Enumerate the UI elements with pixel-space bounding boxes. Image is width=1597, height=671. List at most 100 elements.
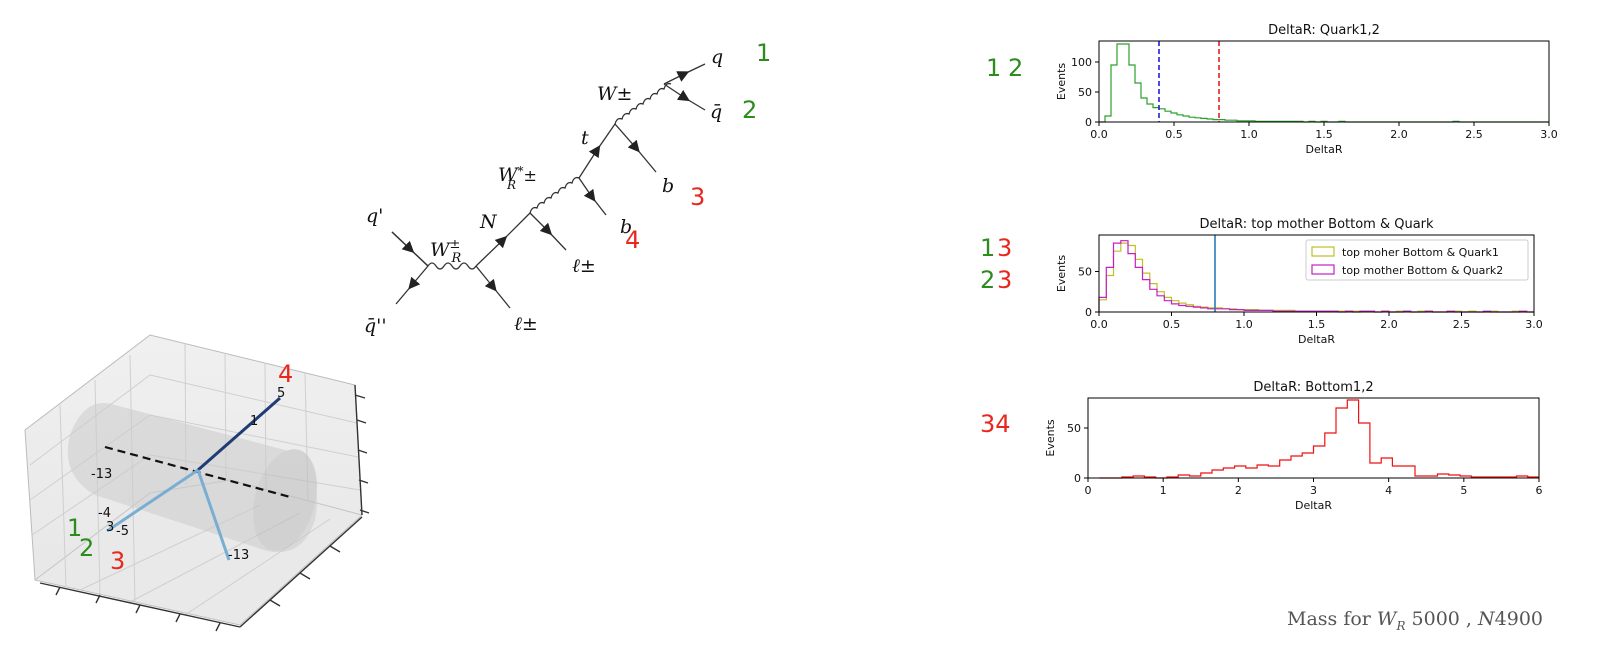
histogram-2-ylabel: Events — [1055, 255, 1068, 293]
histogram-3-title: DeltaR: Bottom1,2 — [1253, 380, 1373, 395]
histogram-3-xtick-label: 1 — [1160, 484, 1167, 497]
histogram-3-ytick-label: 50 — [1067, 422, 1081, 435]
plot3d-jet-4 — [197, 396, 281, 472]
annotation-feyn-1: 1 — [756, 39, 771, 67]
histogram-2-xtick-label: 0.5 — [1163, 318, 1181, 331]
feyn-w-propagator — [614, 82, 672, 125]
plot3d-label-1: 1 — [250, 414, 258, 429]
caption-n-mass: 4900 — [1494, 608, 1543, 630]
histogram-3-series-1 — [1099, 399, 1539, 479]
feyn-label-b4: b — [620, 216, 632, 238]
feyn-line-b4 — [578, 177, 607, 216]
histogram-3-xtick-label: 2 — [1235, 484, 1242, 497]
annotation-hist1-2: 2 — [1008, 54, 1023, 82]
annotation-hist2-3a: 3 — [997, 234, 1012, 262]
histogram-1-xtick-label: 3.0 — [1540, 128, 1558, 141]
histogram-3-xtick-label: 3 — [1310, 484, 1317, 497]
histogram-2-ytick-label: 0 — [1085, 306, 1092, 319]
histogram-2-xtick-label: 2.5 — [1453, 318, 1471, 331]
histogram-3-xlabel: DeltaR — [1295, 499, 1332, 512]
legend-swatch-2 — [1311, 264, 1335, 275]
feyn-label-qprime: q' — [366, 205, 383, 227]
feyn-wrstar-propagator — [529, 176, 580, 214]
feyn-label-b3: b — [662, 175, 674, 197]
annotation-plot3d-3: 3 — [110, 547, 125, 575]
caption-prefix: Mass for — [1287, 608, 1377, 630]
histogram-2-series-2 — [1098, 240, 1534, 313]
histogram-1-frame — [1098, 40, 1550, 123]
histogram-3-ylabel: Events — [1044, 419, 1057, 457]
histogram-2-xtick-label: 2.0 — [1380, 318, 1398, 331]
plot3d-label-m13b: -13 — [228, 548, 249, 563]
histogram-2-legend: top moher Bottom & Quark1 top mother Bott… — [1305, 239, 1529, 281]
plot3d-label-5: 5 — [277, 386, 285, 401]
histogram-3-xtick-label: 6 — [1536, 484, 1543, 497]
legend-label-1: top moher Bottom & Quark1 — [1342, 246, 1499, 259]
event-display-3d: 5 1 -13 -4 3 -5 -13 4 1 2 3 — [24, 334, 370, 632]
histogram-2-xtick-label: 1.0 — [1235, 318, 1253, 331]
feyn-line-top — [578, 123, 616, 179]
feyn-label-w: W± — [597, 83, 632, 105]
feyn-line-qbar — [395, 265, 429, 305]
histogram-1-xtick-label: 0.5 — [1165, 128, 1183, 141]
histogram-1-xtick-label: 2.5 — [1465, 128, 1483, 141]
feyn-label-wr: W±R — [430, 237, 461, 266]
histogram-2-xtick-label: 0.0 — [1090, 318, 1108, 331]
plot3d-jet-lower — [196, 469, 231, 561]
annotation-plot3d-1: 1 — [67, 514, 82, 542]
feyn-wr-propagator — [427, 262, 477, 270]
feyn-label-wrstar: W*±R± — [498, 164, 537, 192]
annotation-plot3d-2: 2 — [79, 534, 94, 562]
histogram-2-ytick-label: 50 — [1078, 265, 1092, 278]
caption-n: N — [1478, 608, 1495, 630]
annotation-hist2-3b: 3 — [997, 266, 1012, 294]
feyn-label-top: t — [581, 127, 589, 149]
feyn-line-q — [663, 63, 706, 85]
plot3d-jet-123 — [106, 468, 199, 533]
annotation-hist3-34: 34 — [980, 410, 1011, 438]
feyn-line-qprime — [391, 231, 429, 267]
plot3d-label-m4: -4 — [98, 506, 111, 521]
annotation-hist1-1: 1 — [986, 54, 1001, 82]
feyn-line-lepton1 — [475, 265, 511, 309]
plot3d-label-m5: -5 — [116, 524, 129, 539]
histogram-1-ytick-label: 50 — [1078, 86, 1092, 99]
histogram-1-xtick-label: 1.5 — [1315, 128, 1333, 141]
legend-label-2: top mother Bottom & Quark2 — [1342, 264, 1503, 277]
feynman-diagram: q' q̄'' W±R N ℓ± ℓ± W*±R± t b W± b q q̄ … — [364, 39, 771, 337]
caption-w-mass: 5000 , — [1405, 608, 1479, 630]
feyn-label-qbarpp: q̄'' — [364, 315, 387, 337]
histogram-1-xtick-label: 1.0 — [1240, 128, 1258, 141]
legend-box — [1305, 239, 1529, 281]
annotation-feyn-4: 4 — [625, 226, 640, 254]
histogram-1-series-1 — [1099, 43, 1549, 123]
histogram-1-ytick-label: 100 — [1071, 56, 1092, 69]
annotation-plot3d-4: 4 — [278, 360, 293, 388]
histogram-2-title: DeltaR: top mother Bottom & Quark — [1199, 217, 1434, 232]
plot3d-label-3: 3 — [106, 520, 114, 535]
feyn-line-n — [475, 212, 531, 267]
feyn-label-lepton1: ℓ± — [514, 313, 538, 335]
feyn-label-qbar: q̄ — [710, 101, 722, 123]
mass-caption: Mass for WR 5000 , N4900 — [1287, 608, 1543, 633]
annotation-hist2-1: 1 — [980, 234, 995, 262]
histogram-2-xtick-label: 3.0 — [1525, 318, 1543, 331]
histogram-3-xtick-label: 5 — [1460, 484, 1467, 497]
histogram-3-xtick-label: 0 — [1085, 484, 1092, 497]
histogram-1-xlabel: DeltaR — [1306, 143, 1343, 156]
annotation-feyn-3: 3 — [690, 183, 705, 211]
histogram-3-xtick-label: 4 — [1385, 484, 1392, 497]
histogram-3-ytick-label: 0 — [1074, 472, 1081, 485]
feyn-line-lepton2 — [529, 212, 567, 251]
plot3d-label-m13a: -13 — [91, 467, 112, 482]
histogram-2-xlabel: DeltaR — [1298, 333, 1335, 346]
histogram-3-frame — [1087, 397, 1540, 479]
histogram-1-ytick-label: 0 — [1085, 116, 1092, 129]
feyn-label-n: N — [479, 211, 498, 233]
feyn-label-q: q — [711, 46, 723, 68]
caption-w: W — [1376, 608, 1397, 630]
histogram-1-title: DeltaR: Quark1,2 — [1268, 23, 1380, 38]
annotation-feyn-2: 2 — [742, 96, 757, 124]
